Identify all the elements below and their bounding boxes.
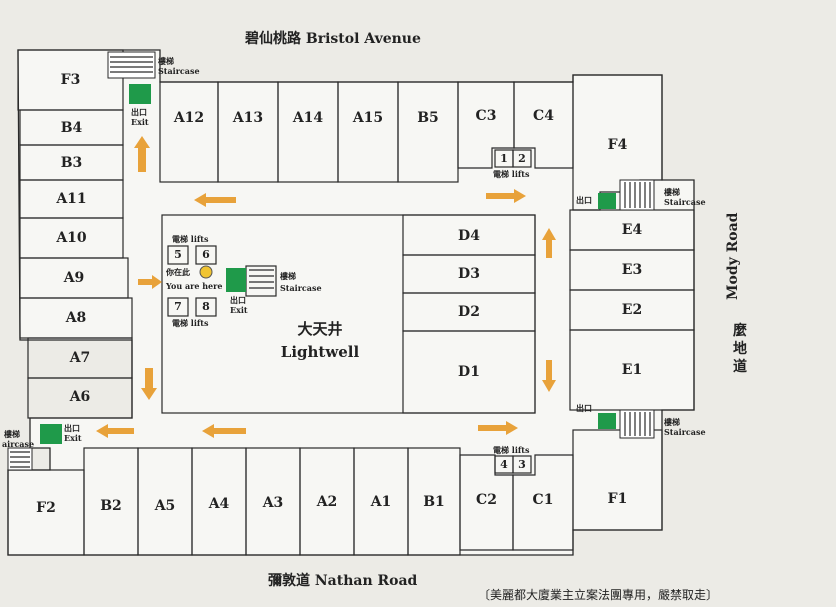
footer-note: 〔美麗都大廈業主立案法團專用，嚴禁取走〕 (478, 588, 719, 602)
arrow-right-icon (478, 421, 518, 435)
arrow-down-icon (141, 368, 157, 400)
shop-C3: C3 (475, 108, 497, 124)
shop-F1: F1 (607, 491, 628, 507)
shop-E4: E4 (621, 222, 643, 238)
shop-F4: F4 (607, 137, 628, 153)
staircases (7, 51, 655, 471)
lift-7: 7 (174, 300, 182, 313)
shop-A13: A13 (232, 110, 264, 126)
direction-arrows (96, 136, 556, 438)
shop-D2: D2 (458, 304, 480, 320)
arrow-right-icon (486, 189, 526, 203)
shop-D3: D3 (458, 266, 480, 282)
staircase-en-bottom-left: aircase (2, 439, 35, 449)
shop-D4: D4 (458, 228, 480, 244)
staircase-zh-bottom-left: 樓梯 (4, 429, 20, 439)
exit-en-center: Exit (230, 305, 248, 315)
arrow-right-icon (138, 275, 162, 289)
staircase-zh-right-bottom: 樓梯 (664, 417, 680, 427)
road-bristol-avenue: 碧仙桃路 Bristol Avenue (245, 31, 421, 47)
exit-zh-bottom-left: 出口 (64, 423, 80, 433)
arrow-left-icon (96, 424, 134, 438)
shop-C2: C2 (476, 492, 497, 508)
exit-zh-center: 出口 (230, 295, 246, 305)
arrow-left-icon (202, 424, 246, 438)
shop-A15: A15 (352, 110, 384, 126)
exit-zh-top-left: 出口 (131, 107, 147, 117)
arrow-up-icon (542, 228, 556, 258)
shop-A9: A9 (63, 270, 85, 286)
staircase-zh-top-left: 樓梯 (158, 56, 174, 66)
exit-icon (129, 84, 151, 104)
exit-icons (40, 84, 616, 444)
shop-walls (7, 49, 695, 556)
you-are-here-en: You are here (166, 281, 223, 291)
lift-6: 6 (202, 248, 210, 261)
arrow-left-icon (194, 193, 236, 207)
shop-C1: C1 (532, 492, 554, 508)
you-are-here-icon (199, 265, 213, 279)
shop-B1: B1 (423, 494, 445, 510)
exit-zh-right-bottom: 出口 (576, 403, 592, 413)
shop-A14: A14 (292, 110, 324, 126)
shop-B2: B2 (100, 498, 122, 514)
shop-A1: A1 (370, 494, 392, 510)
shop-A10: A10 (56, 230, 87, 246)
shop-F2: F2 (36, 500, 56, 516)
shop-A4: A4 (208, 496, 230, 512)
lightwell-zh: 大天井 (297, 320, 343, 338)
shop-C4: C4 (533, 108, 554, 124)
exit-icon (40, 424, 62, 444)
exit-zh-right-top: 出口 (576, 195, 592, 205)
arrow-up-icon (134, 136, 150, 172)
exit-icon (598, 413, 616, 429)
staircase-zh-center: 樓梯 (280, 271, 296, 281)
shop-A8: A8 (65, 310, 87, 326)
shop-A5: A5 (154, 498, 176, 514)
exit-en-bottom-left: Exit (64, 433, 82, 443)
exit-icon (226, 268, 246, 292)
shop-B4: B4 (60, 120, 83, 136)
shop-A12: A12 (173, 110, 205, 126)
staircase-en-center: Staircase (280, 283, 322, 293)
exit-en-top-left: Exit (131, 117, 149, 127)
lift-5: 5 (174, 248, 182, 261)
shop-B5: B5 (417, 110, 439, 126)
staircase-en-top-left: Staircase (158, 66, 200, 76)
shop-A2: A2 (316, 494, 338, 510)
lightwell-en: Lightwell (280, 343, 360, 361)
lift-8: 8 (202, 300, 210, 313)
road-mody-road-zh: 麼地道 (733, 323, 747, 375)
exit-icon (598, 193, 616, 209)
shop-E3: E3 (621, 262, 643, 278)
shop-A6: A6 (69, 389, 91, 405)
shop-A11: A11 (56, 191, 87, 207)
lifts-label-bottom: 電梯 lifts (493, 445, 530, 455)
shop-D1: D1 (458, 364, 480, 380)
staircase-en-right-top: Staircase (664, 197, 706, 207)
shop-A7: A7 (69, 350, 91, 366)
road-nathan-road: 彌敦道 Nathan Road (268, 573, 418, 589)
shop-A3: A3 (262, 495, 284, 511)
lifts-label-top: 電梯 lifts (493, 169, 530, 179)
lift-2: 2 (518, 152, 526, 165)
shop-E2: E2 (621, 302, 643, 318)
shop-F3: F3 (60, 72, 81, 88)
road-mody-road: Mody Road (725, 212, 741, 300)
staircase-zh-right-top: 樓梯 (664, 187, 680, 197)
shop-E1: E1 (621, 362, 643, 378)
lift-4: 4 (500, 458, 508, 471)
lift-1: 1 (500, 152, 508, 165)
lifts-label-center-top: 電梯 lifts (172, 234, 209, 244)
shop-B3: B3 (60, 155, 83, 171)
lift-3: 3 (518, 458, 526, 471)
arrow-down-icon (542, 360, 556, 392)
staircase-en-right-bottom: Staircase (664, 427, 706, 437)
you-are-here-zh: 你在此 (166, 267, 190, 277)
lifts-label-center-bottom: 電梯 lifts (172, 318, 209, 328)
